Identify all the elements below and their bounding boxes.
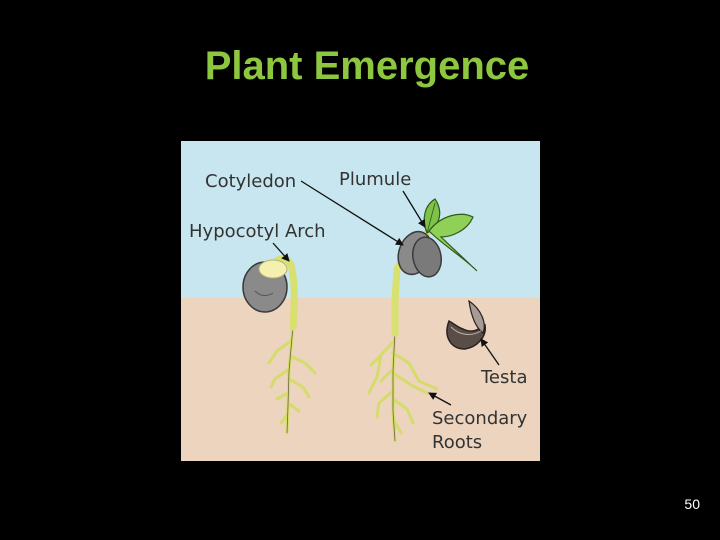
seedling2-cotyledon-right bbox=[412, 236, 442, 278]
label-plumule: Plumule bbox=[339, 169, 411, 190]
pointer-plumule bbox=[402, 190, 426, 228]
diagram-canvas: Cotyledon Plumule Hypocotyl Arch Testa S… bbox=[181, 141, 540, 461]
label-secondary-roots-line1: Secondary bbox=[432, 408, 528, 429]
slide-title: Plant Emergence bbox=[204, 44, 530, 88]
page-number: 50 bbox=[684, 496, 700, 512]
hypocotyl-stem bbox=[271, 255, 298, 331]
seedling-emerged bbox=[367, 198, 478, 443]
plumule-leaf-right bbox=[428, 213, 478, 272]
pointer-secondary-roots bbox=[428, 392, 452, 406]
label-cotyledon: Cotyledon bbox=[205, 171, 296, 192]
pointer-testa bbox=[480, 338, 500, 366]
sky-area bbox=[181, 141, 540, 298]
plant-emergence-diagram: Cotyledon Plumule Hypocotyl Arch Testa S… bbox=[181, 141, 540, 461]
testa-seed-coat bbox=[446, 299, 486, 350]
pointer-hypocotyl-arch bbox=[272, 242, 290, 262]
seedling-hypocotyl-arch bbox=[242, 255, 317, 435]
pointer-cotyledon bbox=[300, 180, 404, 246]
label-hypocotyl-arch: Hypocotyl Arch bbox=[189, 221, 326, 242]
label-testa: Testa bbox=[480, 367, 527, 388]
label-secondary-roots-line2: Roots bbox=[432, 432, 482, 453]
